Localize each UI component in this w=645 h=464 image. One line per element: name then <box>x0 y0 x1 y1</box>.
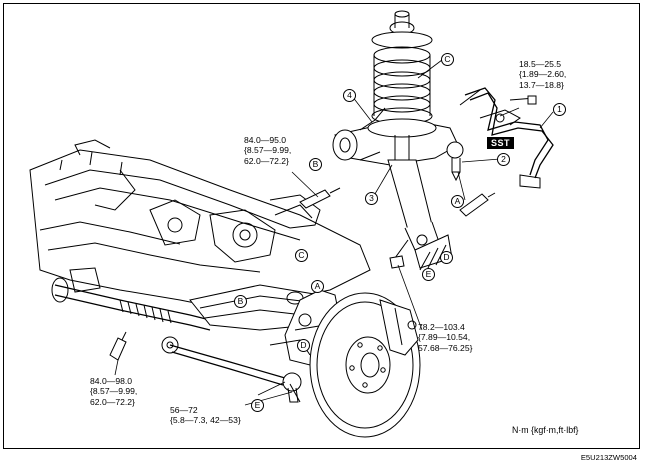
torque-line: 57.68—76.25} <box>418 342 473 353</box>
unit-note: N·m {kgf·m,ft·lbf} <box>512 425 579 435</box>
coil-spring-drawing <box>367 10 437 138</box>
torque-line: 84.0—95.0 <box>244 135 287 145</box>
brake-rotor-drawing <box>309 292 421 438</box>
torque-line: 56—72 <box>170 405 198 415</box>
torque-callout-knuckle-top: 84.0—95.0 {8.57—9.99, 62.0—72.2} <box>244 135 291 166</box>
point-letter-b-upper: B <box>309 158 322 171</box>
part-number-2: 2 <box>497 153 510 166</box>
torque-line: 78.2—103.4 <box>418 322 465 332</box>
point-letter-c-lower: C <box>295 249 308 262</box>
torque-callout-damper-nut: 78.2—103.4 {7.89—10.54, 57.68—76.25} <box>418 322 472 353</box>
bolts-drawing <box>109 187 496 403</box>
torque-line: {8.57—9.99, <box>90 386 138 397</box>
figure-frame <box>3 3 640 449</box>
steering-rack-drawing <box>51 267 211 354</box>
point-letter-d-lower: D <box>297 339 310 352</box>
point-letter-c-upper: C <box>441 53 454 66</box>
point-letter-a-lower: A <box>311 280 324 293</box>
torque-line: {5.8—7.3, 42—53} <box>170 415 241 426</box>
stabilizer-drawing <box>459 87 554 189</box>
point-letter-e-lower: E <box>251 399 264 412</box>
subframe-drawing <box>29 139 371 311</box>
torque-callout-upper-mount: 18.5—25.5 {1.89—2.60, 13.7—18.8} <box>519 59 566 90</box>
part-number-1: 1 <box>553 103 566 116</box>
part-number-4: 4 <box>343 89 356 102</box>
part-number-3: 3 <box>365 192 378 205</box>
point-letter-e-upper: E <box>422 268 435 281</box>
torque-callout-tie-rod: 56—72 {5.8—7.3, 42—53} <box>170 405 241 426</box>
point-letter-b-lower: B <box>234 295 247 308</box>
torque-line: 62.0—72.2} <box>90 396 135 407</box>
torque-line: 62.0—72.2} <box>244 155 289 166</box>
torque-line: 13.7—18.8} <box>519 79 564 90</box>
torque-line: 18.5—25.5 <box>519 59 562 69</box>
torque-line: {7.89—10.54, <box>418 332 471 343</box>
torque-line: {1.89—2.60, <box>519 69 567 80</box>
point-letter-a-upper: A <box>451 195 464 208</box>
tie-rod-drawing <box>169 344 302 403</box>
point-letter-d-upper: D <box>440 251 453 264</box>
torque-line: 84.0—98.0 <box>90 376 133 386</box>
torque-line: {8.57—9.99, <box>244 145 292 156</box>
sst-badge: SST <box>487 137 515 149</box>
torque-callout-knuckle-lower: 84.0—98.0 {8.57—9.99, 62.0—72.2} <box>90 376 137 407</box>
figure-code: E5U213ZW5004 <box>580 453 637 462</box>
